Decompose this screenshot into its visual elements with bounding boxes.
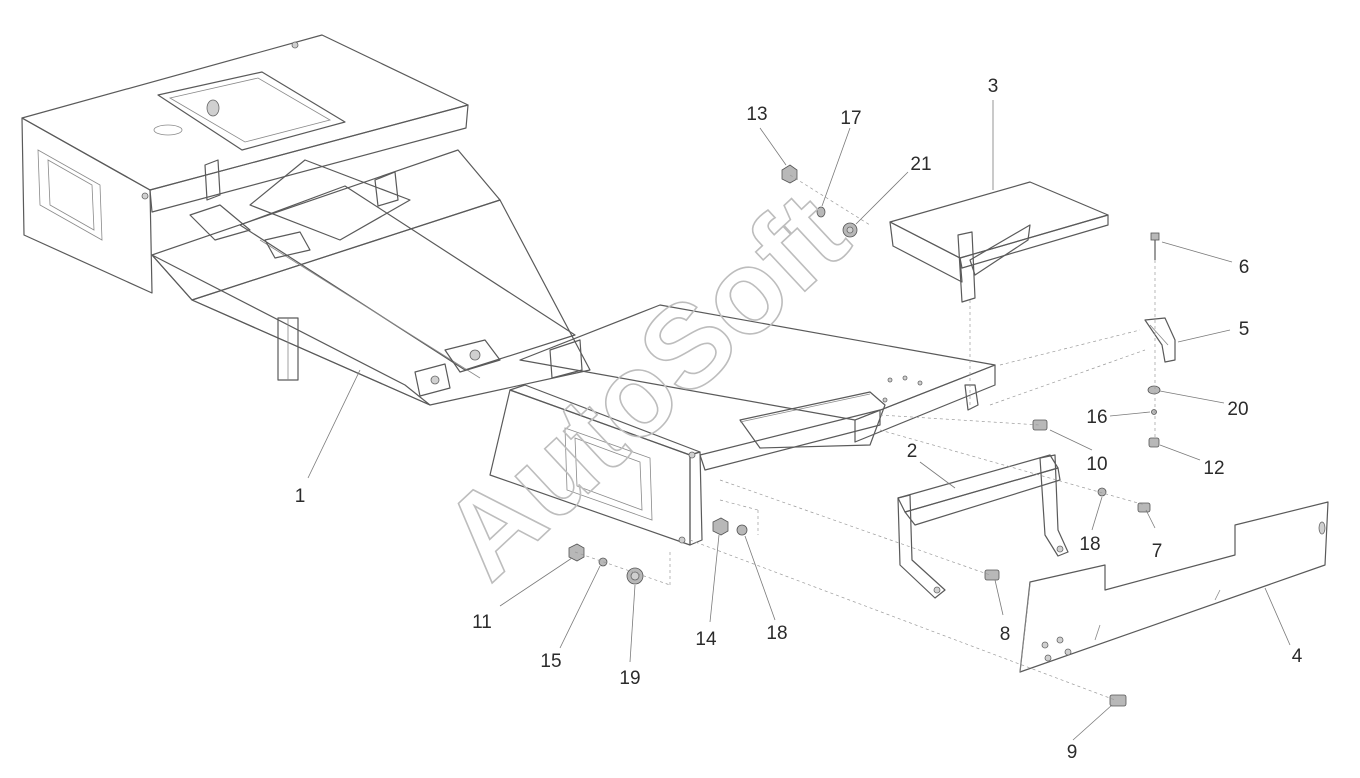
callout-2: 2 xyxy=(907,441,918,462)
callout-6: 6 xyxy=(1239,257,1250,278)
callout-15: 15 xyxy=(540,651,561,672)
callout-21: 21 xyxy=(910,154,931,175)
callout-5: 5 xyxy=(1239,319,1250,340)
part-4-front-plate xyxy=(1019,501,1329,673)
callout-11: 11 xyxy=(472,612,492,633)
callout-10: 10 xyxy=(1086,454,1107,475)
callout-12: 12 xyxy=(1203,458,1224,479)
callout-8: 8 xyxy=(1000,624,1011,645)
callout-3: 3 xyxy=(988,76,999,97)
callout-18-left: 18 xyxy=(766,623,787,644)
watermark-text: AutoSoft xyxy=(418,168,872,604)
part-1-front-platform xyxy=(489,304,996,546)
callout-14: 14 xyxy=(695,629,717,650)
part-5-small-bracket xyxy=(1144,317,1176,363)
callout-labels: 1 2 3 4 5 6 7 8 9 10 11 12 13 14 15 16 1… xyxy=(295,76,1303,763)
leader-lines xyxy=(307,100,1291,741)
part-3-support xyxy=(889,181,1109,303)
callout-17: 17 xyxy=(840,108,861,129)
callout-1: 1 xyxy=(295,486,306,507)
callout-16: 16 xyxy=(1086,407,1107,428)
callout-7: 7 xyxy=(1152,541,1163,562)
callout-13: 13 xyxy=(746,104,767,125)
fastener-hardware xyxy=(568,164,1161,707)
callout-19: 19 xyxy=(619,668,640,689)
part-2-bracket xyxy=(897,454,1069,599)
part-1-main-frame xyxy=(21,34,591,406)
callout-9: 9 xyxy=(1067,742,1078,763)
callout-4: 4 xyxy=(1292,646,1303,667)
callout-20: 20 xyxy=(1227,399,1248,420)
callout-18-right: 18 xyxy=(1079,534,1100,555)
alignment-lines xyxy=(574,174,1156,701)
